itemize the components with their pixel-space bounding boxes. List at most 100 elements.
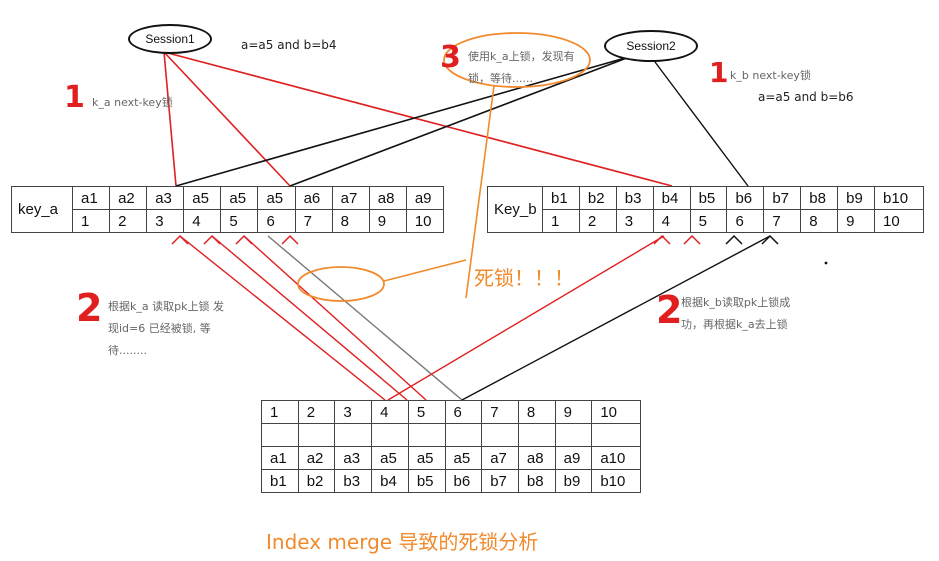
pk-b-cell: b5: [407, 469, 446, 493]
pk-a-cell: a5: [444, 446, 483, 470]
key-b-id-cell: 1: [542, 209, 580, 233]
key-a-cell: a9: [405, 186, 445, 210]
key-a-id-cell: 5: [220, 209, 259, 233]
step1-left-text: k_a next-key锁: [92, 96, 173, 109]
step2-right-number: 2: [656, 288, 683, 332]
session2-condition: a=a5 and b=b6: [758, 90, 854, 104]
key-a-id-cell: 3: [146, 209, 185, 233]
key-a-cell: a5: [220, 186, 259, 210]
pk-empty-cell: [297, 423, 336, 447]
key-a-id-cell: 9: [368, 209, 407, 233]
s2-to-key-b-line: [654, 61, 749, 187]
pk-b-cell: b10: [591, 469, 641, 493]
diagram-caption: Index merge 导致的死锁分析: [266, 530, 539, 554]
key-b-id-cell: 4: [652, 209, 691, 233]
key-a-id-cell: 6: [257, 209, 296, 233]
deadlock-label: 死锁！！！: [474, 266, 574, 290]
session1-condition: a=a5 and b=b4: [241, 38, 337, 52]
s2-to-key-a-line: [175, 55, 633, 187]
key-a-cell: a3: [146, 186, 185, 210]
pk-empty-cell: [261, 423, 299, 447]
pk-empty-cell: [334, 423, 373, 447]
key-b-cell: b3: [615, 186, 654, 210]
pk-a-cell: a3: [334, 446, 373, 470]
session2-label: Session2: [626, 39, 676, 53]
key-a-id-cell: 10: [405, 209, 445, 233]
s1-to-key-b-line: [163, 51, 673, 187]
session1-node: Session1: [128, 24, 212, 54]
key-b-id-cell: 7: [763, 209, 802, 233]
pk-id-cell: 10: [591, 400, 641, 424]
key-a-id-cell: 7: [294, 209, 333, 233]
pk-a-cell: a9: [554, 446, 593, 470]
step1-right-text: k_b next-key锁: [730, 69, 811, 82]
step2-left-text: 根据k_a 读取pk上锁 发现id=6 已经被锁, 等待........: [108, 300, 224, 357]
pk-id-cell: 1: [261, 400, 299, 424]
key-b-cell: b8: [800, 186, 839, 210]
key-b-label: Key_b: [487, 186, 543, 233]
pk-b-cell: b7: [481, 469, 519, 493]
pk-empty-cell: [407, 423, 446, 447]
key-a-id-cell: 2: [109, 209, 148, 233]
pk-b-cell: b3: [334, 469, 373, 493]
lock-caret-black: [761, 234, 779, 245]
key-a-cell: a1: [71, 186, 111, 210]
lock-caret-red: [203, 234, 221, 245]
s1-to-key-a-line: [163, 51, 177, 187]
key-a-cell: a8: [368, 186, 407, 210]
key-b-to-pk-line: [387, 235, 665, 401]
key-b-cell: b6: [726, 186, 765, 210]
pk-a-cell: a8: [517, 446, 556, 470]
primary-key-table: 1 2 3 4 5 6 7 8 9 10 a1 a2 a3 a5: [261, 400, 641, 493]
key-b-id-cell: 3: [615, 209, 654, 233]
pk-a-cell: a5: [371, 446, 409, 470]
pk-id-cell: 8: [517, 400, 556, 424]
key-b-cell: b10: [874, 186, 924, 210]
pk-empty-cell: [481, 423, 519, 447]
pk-id-cell: 3: [334, 400, 373, 424]
key-a-cell: a2: [109, 186, 148, 210]
pk-empty-cell: [444, 423, 483, 447]
key-a-to-pk-line: [211, 235, 408, 401]
pk-b-cell: b8: [517, 469, 556, 493]
step3-number: 3: [440, 40, 461, 75]
s2-to-key-a-line: [289, 55, 633, 187]
pk-b-cell: b1: [261, 469, 299, 493]
key-b-index-table: Key_b b1 b2 b3 b4 b5 b6 b7 b8 b9 b10 1 2…: [487, 186, 924, 233]
key-a-cell: a5: [183, 186, 222, 210]
key-b-cell: b9: [837, 186, 876, 210]
key-a-cell: a6: [294, 186, 333, 210]
key-a-id-cell: 1: [71, 209, 111, 233]
pk-b-cell: b4: [371, 469, 409, 493]
step3-text: 使用k_a上锁，发现有锁，等待......: [468, 50, 575, 85]
pk-empty-cell: [371, 423, 409, 447]
lock-caret-red: [171, 234, 189, 245]
lock-caret-red: [683, 234, 701, 245]
step1-right-number: 1: [709, 56, 729, 89]
pk-empty-cell: [554, 423, 593, 447]
lock-caret-red: [653, 234, 671, 245]
key-b-cell: b7: [763, 186, 802, 210]
step1-left-number: 1: [64, 80, 85, 115]
pk-b-cell: b2: [297, 469, 336, 493]
crossing-highlight-ellipse: [297, 266, 385, 302]
pk-id-cell: 9: [554, 400, 593, 424]
key-a-label: key_a: [11, 186, 73, 233]
stray-dot: [824, 261, 828, 265]
pk-id-cell: 4: [371, 400, 409, 424]
pk-b-cell: b6: [444, 469, 483, 493]
key-b-id-cell: 8: [800, 209, 839, 233]
key-b-id-cell: 6: [726, 209, 765, 233]
pk-id-cell: 2: [297, 400, 336, 424]
pk-empty-cell: [517, 423, 556, 447]
lock-caret-black: [725, 234, 743, 245]
key-a-id-cell: 4: [183, 209, 222, 233]
step3-highlight-ellipse: [443, 32, 591, 88]
pk-a-cell: a2: [297, 446, 336, 470]
pk-a-cell: a5: [407, 446, 446, 470]
pk-id-cell: 5: [407, 400, 446, 424]
lock-caret-red: [281, 234, 299, 245]
key-a-id-cell: 8: [331, 209, 370, 233]
session1-label: Session1: [145, 32, 195, 46]
